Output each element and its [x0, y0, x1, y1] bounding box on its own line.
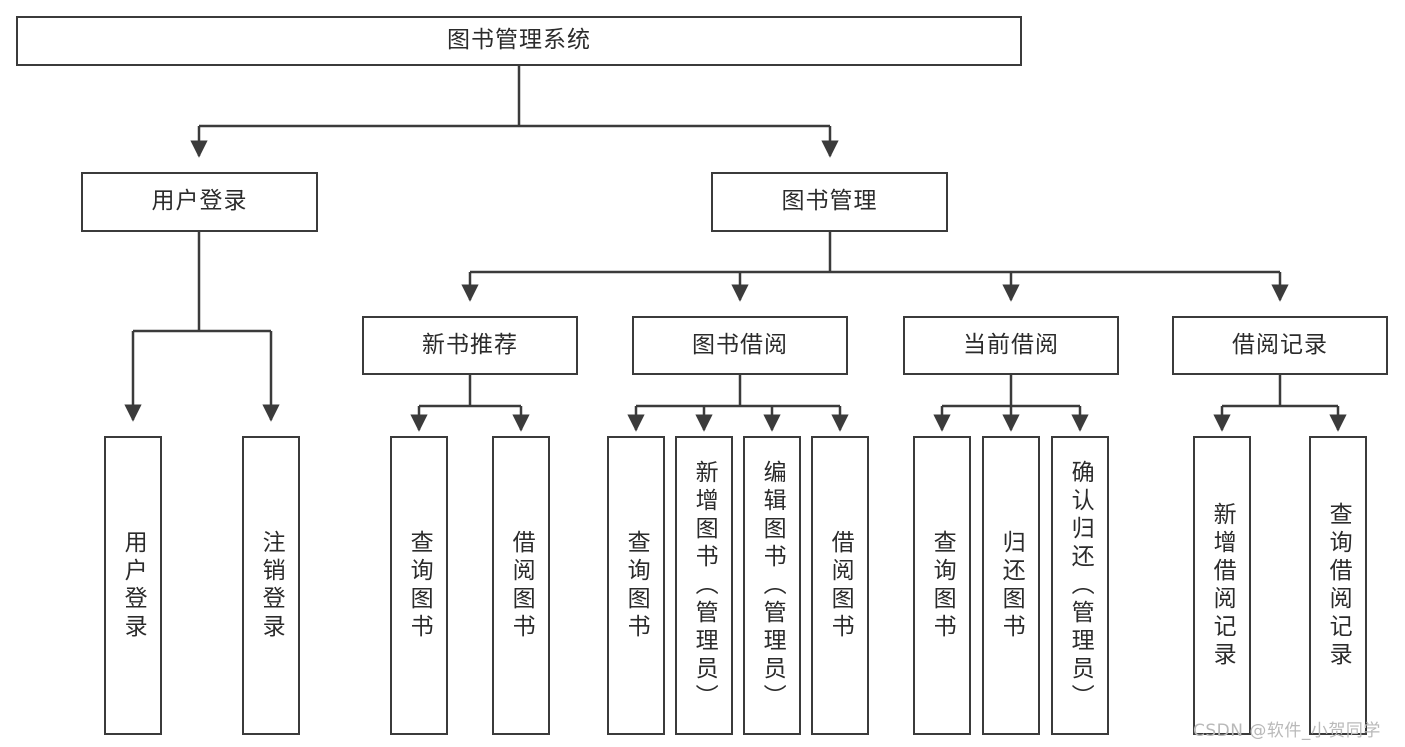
- node-leaf-borrow-book-1[interactable]: 借阅图书: [492, 436, 550, 735]
- node-leaf-add-record[interactable]: 新增借阅记录: [1193, 436, 1251, 735]
- node-borrow-record[interactable]: 借阅记录: [1172, 316, 1388, 375]
- node-book-borrow-label: 图书借阅: [692, 331, 788, 358]
- node-leaf-edit-book-label: 编辑图书（管理员）: [759, 459, 786, 712]
- node-leaf-logout-login-label: 注销登录: [258, 529, 285, 642]
- node-book-manage-label: 图书管理: [781, 188, 878, 215]
- node-root[interactable]: 图书管理系统: [16, 16, 1022, 66]
- node-leaf-add-book-label: 新增图书（管理员）: [691, 459, 718, 712]
- node-leaf-edit-book[interactable]: 编辑图书（管理员）: [743, 436, 801, 735]
- node-leaf-query-book-3[interactable]: 查询图书: [913, 436, 971, 735]
- node-leaf-user-login[interactable]: 用户登录: [104, 436, 162, 735]
- node-book-borrow[interactable]: 图书借阅: [632, 316, 848, 375]
- node-borrow-record-label: 借阅记录: [1232, 331, 1328, 358]
- node-leaf-confirm-return[interactable]: 确认归还（管理员）: [1051, 436, 1109, 735]
- node-user-login-label: 用户登录: [151, 188, 248, 215]
- node-leaf-query-book-1-label: 查询图书: [406, 529, 433, 642]
- node-root-label: 图书管理系统: [447, 27, 591, 54]
- node-leaf-add-book[interactable]: 新增图书（管理员）: [675, 436, 733, 735]
- node-current-borrow[interactable]: 当前借阅: [903, 316, 1119, 375]
- node-leaf-query-record-label: 查询借阅记录: [1325, 501, 1352, 670]
- node-leaf-return-book[interactable]: 归还图书: [982, 436, 1040, 735]
- node-current-borrow-label: 当前借阅: [963, 331, 1059, 358]
- node-user-login[interactable]: 用户登录: [81, 172, 318, 232]
- node-leaf-confirm-return-label: 确认归还（管理员）: [1067, 459, 1094, 712]
- node-leaf-borrow-book-2-label: 借阅图书: [827, 529, 854, 642]
- node-leaf-return-book-label: 归还图书: [998, 529, 1025, 642]
- node-leaf-query-record[interactable]: 查询借阅记录: [1309, 436, 1367, 735]
- node-leaf-query-book-2[interactable]: 查询图书: [607, 436, 665, 735]
- node-new-book-rec-label: 新书推荐: [422, 331, 518, 358]
- node-new-book-rec[interactable]: 新书推荐: [362, 316, 578, 375]
- node-leaf-logout-login[interactable]: 注销登录: [242, 436, 300, 735]
- node-leaf-query-book-1[interactable]: 查询图书: [390, 436, 448, 735]
- node-leaf-add-record-label: 新增借阅记录: [1209, 501, 1236, 670]
- csdn-watermark: CSDN @软件_小贺同学: [1193, 721, 1381, 741]
- node-book-manage[interactable]: 图书管理: [711, 172, 948, 232]
- node-leaf-query-book-2-label: 查询图书: [623, 529, 650, 642]
- node-leaf-borrow-book-1-label: 借阅图书: [508, 529, 535, 642]
- node-leaf-borrow-book-2[interactable]: 借阅图书: [811, 436, 869, 735]
- node-leaf-query-book-3-label: 查询图书: [929, 529, 956, 642]
- node-leaf-user-login-label: 用户登录: [120, 529, 147, 642]
